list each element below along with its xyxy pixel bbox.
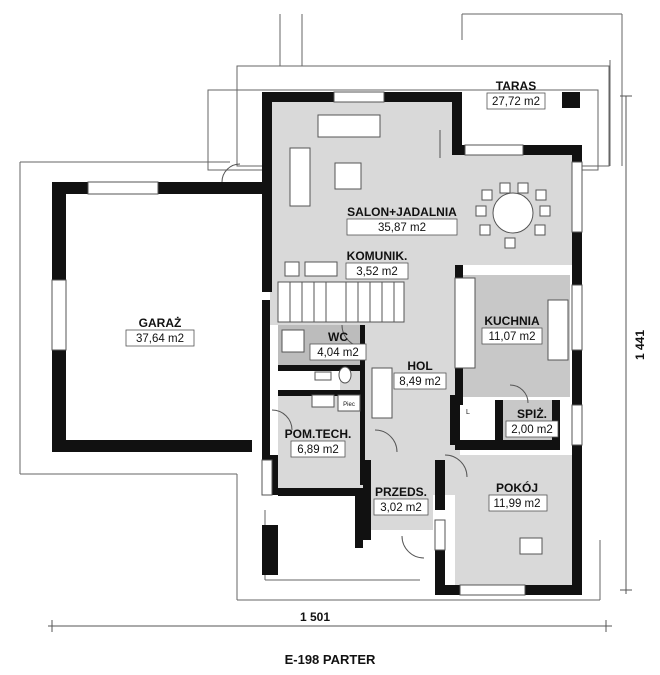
room-area: 8,49 m2	[399, 376, 441, 388]
room-name: TARAS	[496, 79, 536, 93]
room-spiz: SPIŻ. 2,00 m2	[505, 406, 559, 438]
room-name: SPIŻ.	[517, 406, 547, 421]
room-name: POKÓJ	[496, 480, 538, 495]
staircase	[277, 281, 405, 323]
depth-dimension: 1 441	[633, 330, 647, 360]
sofa-icon	[317, 114, 381, 138]
room-area: 3,02 m2	[380, 502, 422, 514]
room-area: 2,00 m2	[511, 424, 553, 436]
room-area: 37,64 m2	[136, 333, 184, 345]
room-name: GARAŻ	[139, 315, 182, 330]
room-area: 11,99 m2	[493, 498, 540, 510]
windows	[51, 91, 583, 596]
room-komunik: KOMUNIK. 3,52 m2	[345, 249, 409, 280]
room-kuchnia: KUCHNIA 11,07 m2	[481, 314, 543, 345]
room-area: 6,89 m2	[297, 444, 339, 456]
room-name: HOL	[407, 359, 432, 373]
room-taras: TARAS 27,72 m2	[486, 79, 546, 110]
room-name: SALON+JADALNIA	[347, 205, 457, 219]
room-pom-tech: POM.TECH. 6,89 m2	[285, 427, 352, 458]
plan-caption: E-198 PARTER	[285, 652, 376, 667]
room-name: POM.TECH.	[285, 427, 352, 441]
fridge-label: L	[466, 409, 470, 416]
room-name: WC	[328, 330, 348, 344]
terrace-outline	[19, 13, 623, 601]
room-area: 11,07 m2	[488, 331, 535, 343]
dining-table-icon	[492, 192, 534, 234]
room-name: KUCHNIA	[484, 314, 540, 328]
room-pokoj: POKÓJ 11,99 m2	[488, 480, 548, 512]
room-area: 35,87 m2	[378, 222, 426, 234]
room-area: 3,52 m2	[356, 266, 398, 278]
furniture	[281, 114, 569, 555]
dimension-lines	[48, 95, 632, 632]
room-hol: HOL 8,49 m2	[393, 359, 447, 390]
room-garaz: GARAŻ 37,64 m2	[125, 315, 195, 347]
room-labels: TARAS 27,72 m2 SALON+JADALNIA 35,87 m2 K…	[125, 79, 559, 516]
room-area: 27,72 m2	[492, 96, 540, 108]
room-salon: SALON+JADALNIA 35,87 m2	[346, 205, 458, 236]
room-wc: WC 4,04 m2	[309, 330, 367, 361]
room-przeds: PRZEDS. 3,02 m2	[373, 485, 429, 516]
width-dimension: 1 501	[300, 610, 330, 624]
boiler-box	[337, 394, 361, 412]
room-name: KOMUNIK.	[347, 249, 408, 263]
boiler-label: Piec	[343, 402, 355, 408]
room-name: PRZEDS.	[375, 485, 427, 499]
room-area: 4,04 m2	[317, 347, 359, 359]
